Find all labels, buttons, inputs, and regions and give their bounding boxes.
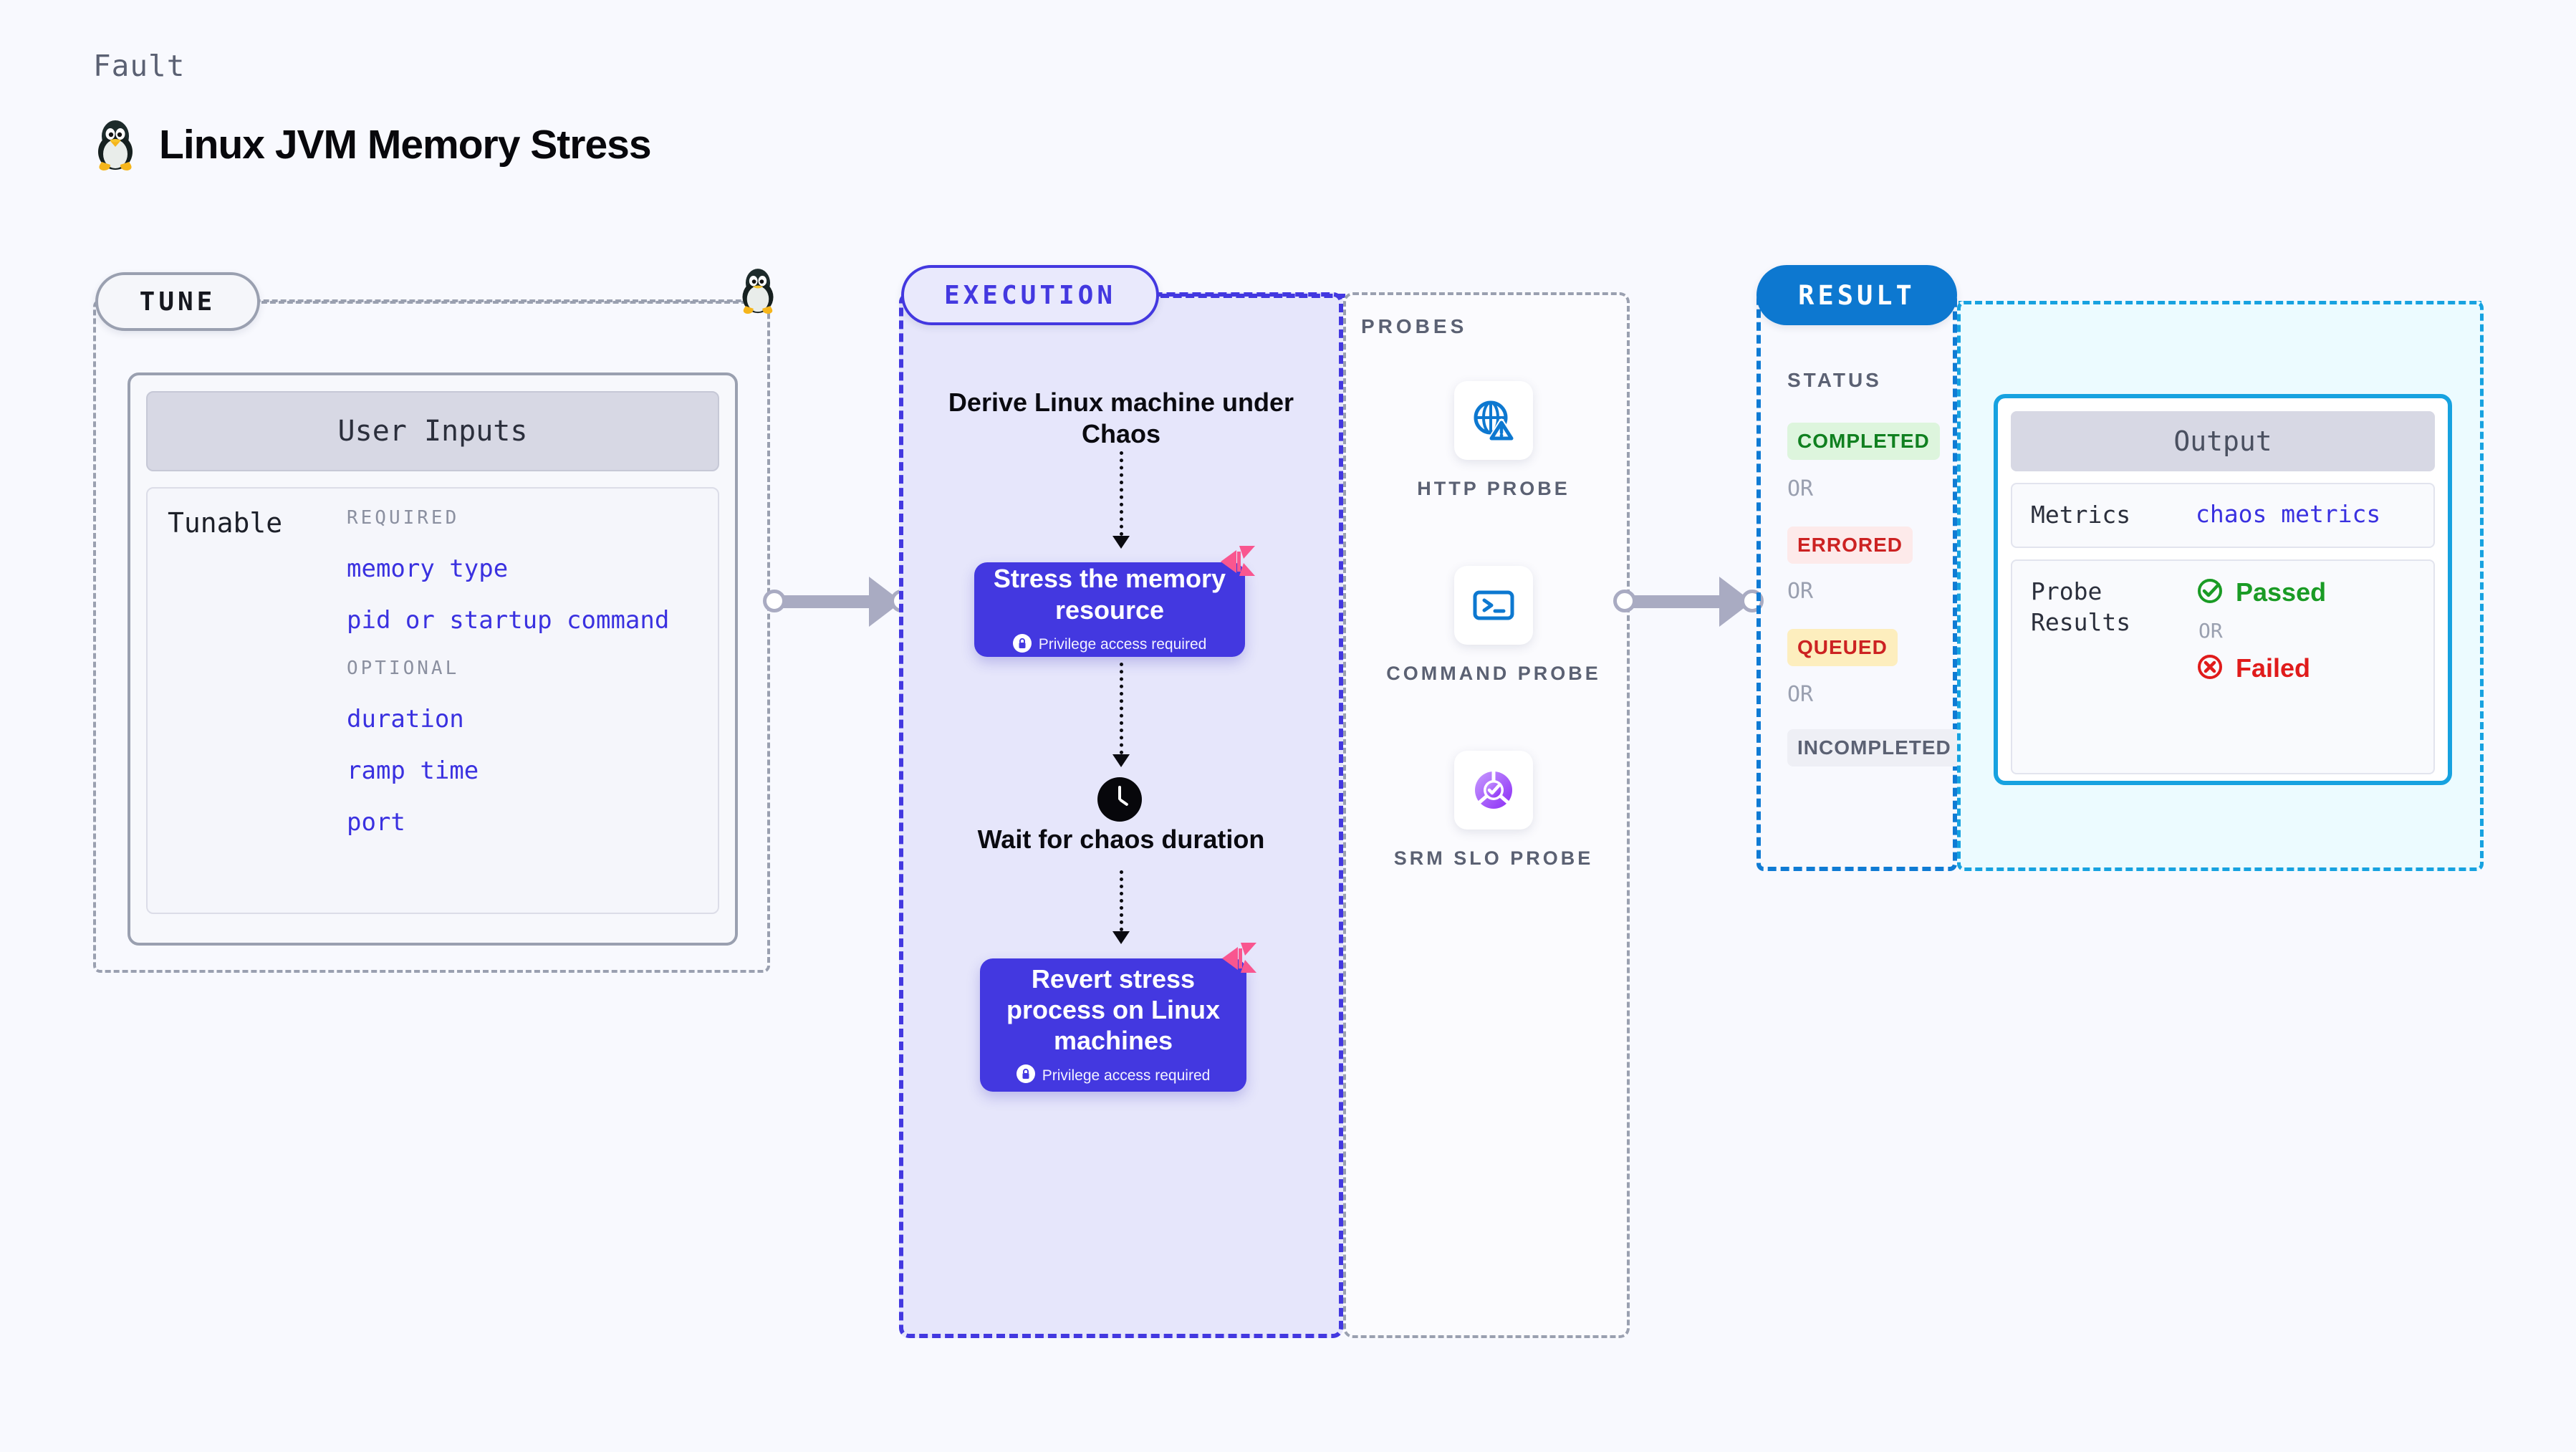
linux-penguin-badge-icon — [738, 264, 778, 317]
probe-item-srm-slo[interactable]: SRM SLO PROBE — [1386, 751, 1601, 871]
output-card: Output Metrics chaos metrics Probe Resul… — [1994, 394, 2452, 785]
result-pill[interactable]: RESULT — [1756, 265, 1957, 325]
tunable-group-title-optional: OPTIONAL — [347, 658, 460, 679]
tunable-item-memory-type[interactable]: memory type — [347, 554, 509, 583]
status-title: STATUS — [1787, 369, 1882, 391]
execution-box1-privilege-row: Privilege access required — [1012, 633, 1207, 656]
status-badge-errored: ERRORED — [1787, 527, 1913, 564]
fault-title-row: Linux JVM Memory Stress — [93, 115, 652, 174]
slo-donut-check-icon — [1454, 751, 1533, 830]
probe-result-or: OR — [2198, 618, 2223, 643]
execution-box2-title: Revert stress process on Linux machines — [1006, 963, 1221, 1056]
connector-tune-to-execution — [763, 577, 913, 627]
execution-box-revert-stress[interactable]: Revert stress process on Linux machines … — [980, 958, 1246, 1092]
check-circle-icon — [2196, 577, 2224, 609]
output-metrics-key: Metrics — [2031, 501, 2131, 529]
flow-arrow-1 — [1120, 451, 1123, 536]
output-probe-results-key: Probe Results — [2031, 577, 2131, 636]
status-or-1: OR — [1787, 476, 1814, 501]
status-or-2: OR — [1787, 579, 1814, 604]
flow-arrow-3-head — [1112, 931, 1130, 944]
flow-arrow-1-head — [1112, 536, 1130, 549]
status-or-3: OR — [1787, 682, 1814, 707]
probe-label-http: HTTP PROBE — [1417, 478, 1570, 499]
execution-leader-line — [1160, 294, 1345, 298]
probe-item-command[interactable]: COMMAND PROBE — [1386, 566, 1601, 686]
execution-box1-privilege-text: Privilege access required — [1038, 636, 1207, 653]
fault-kicker-label: Fault — [93, 49, 186, 83]
page-title: Linux JVM Memory Stress — [159, 121, 652, 168]
execution-box-stress-memory[interactable]: Stress the memory resource Privilege acc… — [974, 562, 1245, 657]
tune-pill[interactable]: TUNE — [95, 272, 260, 331]
tunable-group-title-required: REQUIRED — [347, 507, 460, 529]
execution-box2-privilege-text: Privilege access required — [1042, 1067, 1211, 1084]
globe-warning-icon — [1454, 381, 1533, 460]
clock-icon — [1097, 777, 1142, 822]
flow-arrow-3 — [1120, 870, 1123, 931]
status-badge-completed: COMPLETED — [1787, 423, 1940, 460]
terminal-icon — [1454, 566, 1533, 645]
tune-leader-line — [261, 301, 756, 304]
connector-probes-to-result — [1613, 577, 1764, 627]
probe-label-command: COMMAND PROBE — [1386, 663, 1601, 684]
probe-label-srm-slo: SRM SLO PROBE — [1393, 847, 1594, 869]
tunable-label: Tunable — [168, 507, 283, 539]
output-row-metrics: Metrics chaos metrics — [2011, 483, 2435, 548]
probe-result-failed-label: Failed — [2236, 653, 2311, 683]
probes-title: PROBES — [1361, 315, 1468, 337]
execution-step-wait-duration: Wait for chaos duration — [977, 824, 1265, 854]
tunable-item-pid-or-startup-command[interactable]: pid or startup command — [347, 606, 670, 635]
tunable-list: REQUIRED memory type pid or startup comm… — [347, 507, 705, 894]
probe-result-failed: Failed — [2196, 653, 2326, 685]
execution-step-derive-machine: Derive Linux machine under Chaos — [948, 388, 1294, 448]
flow-arrow-2 — [1120, 663, 1123, 754]
execution-box1-title: Stress the memory resource — [993, 564, 1226, 625]
output-title: Output — [2011, 411, 2435, 471]
user-inputs-card: User Inputs Tunable REQUIRED memory type… — [128, 372, 738, 946]
probe-result-passed: Passed — [2196, 577, 2326, 609]
harness-logo-icon — [1218, 543, 1258, 580]
tunable-item-duration[interactable]: duration — [347, 705, 464, 734]
execution-box2-privilege-row: Privilege access required — [1016, 1064, 1211, 1087]
tunable-section: Tunable REQUIRED memory type pid or star… — [146, 487, 719, 914]
tunable-item-port[interactable]: port — [347, 808, 405, 837]
output-row-probe-results: Probe Results Passed OR — [2011, 559, 2435, 774]
status-badge-queued: QUEUED — [1787, 629, 1898, 666]
tunable-item-ramp-time[interactable]: ramp time — [347, 756, 479, 785]
harness-logo-icon — [1219, 940, 1259, 977]
user-inputs-title: User Inputs — [146, 391, 719, 471]
output-probe-results-values: Passed OR Failed — [2196, 577, 2326, 757]
lock-icon — [1016, 1064, 1035, 1087]
linux-penguin-icon — [93, 115, 138, 174]
output-metrics-value[interactable]: chaos metrics — [2196, 500, 2381, 528]
probe-result-passed-label: Passed — [2236, 577, 2327, 607]
status-badge-incompleted: INCOMPLETED — [1787, 729, 1961, 766]
flow-arrow-2-head — [1112, 754, 1130, 767]
x-circle-icon — [2196, 653, 2224, 685]
probe-item-http[interactable]: HTTP PROBE — [1386, 381, 1601, 501]
execution-pill[interactable]: EXECUTION — [901, 265, 1159, 325]
lock-icon — [1012, 633, 1032, 656]
